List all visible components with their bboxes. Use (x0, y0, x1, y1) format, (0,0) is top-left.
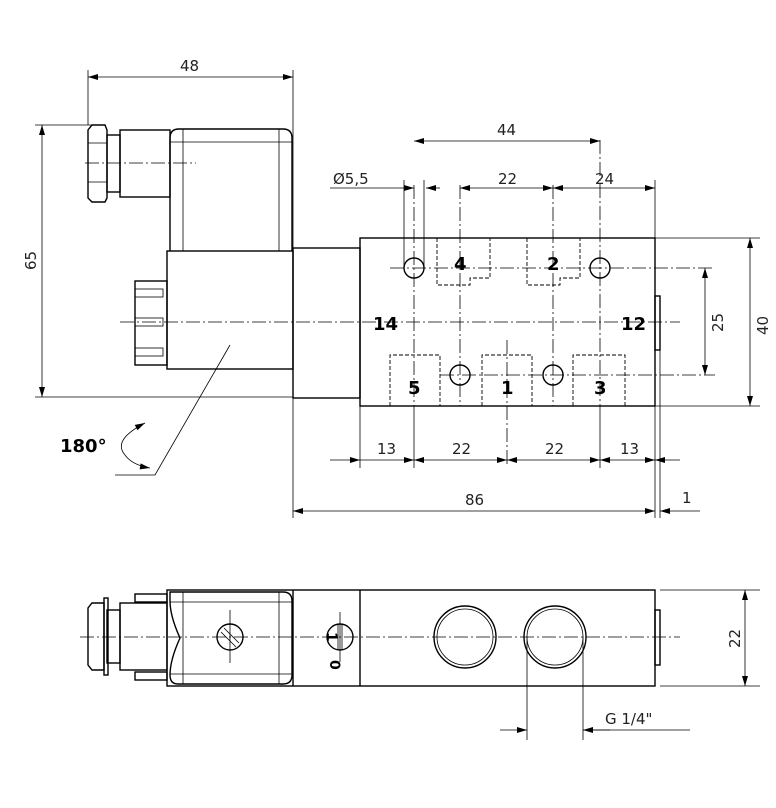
side-view: 1 0 (80, 589, 680, 687)
dim-hole-diameter: Ø5,5 (333, 170, 369, 188)
leader-line (115, 344, 231, 476)
port-5-label: 5 (408, 378, 421, 399)
top-view: 4 2 5 1 3 14 12 180° (60, 124, 715, 476)
side-body (166, 589, 656, 687)
rotation-arrow-icon (120, 422, 151, 470)
dim-65: 65 (22, 251, 40, 270)
dim-22-top: 22 (498, 170, 517, 188)
dim-22-left: 22 (452, 440, 471, 458)
port-2-label: 2 (547, 254, 560, 275)
port-3-label: 3 (594, 378, 607, 399)
end-plug (654, 295, 661, 351)
manual-override-switch: 1 0 (323, 612, 354, 670)
hidden-ports (389, 238, 626, 406)
dim-48: 48 (180, 57, 199, 75)
port-12-label: 12 (621, 314, 646, 335)
coil-fins (134, 280, 168, 366)
solenoid-tube (292, 247, 361, 399)
dim-13-right: 13 (620, 440, 639, 458)
dim-40: 40 (754, 316, 772, 335)
dim-25: 25 (709, 313, 727, 332)
dim-13-left: 13 (377, 440, 396, 458)
dim-24: 24 (595, 170, 614, 188)
dim-1: 1 (682, 489, 692, 507)
port-1-label: 1 (501, 378, 514, 399)
connector-plug (85, 124, 293, 251)
dim-22-right: 22 (545, 440, 564, 458)
screw-icon (216, 610, 244, 663)
dim-22-side: 22 (726, 629, 744, 648)
port-4-label: 4 (454, 254, 467, 275)
dim-44: 44 (497, 121, 516, 139)
coil (166, 250, 294, 370)
rotation-label: 180° (60, 436, 107, 457)
port-14-label: 14 (373, 314, 398, 335)
switch-label-0: 0 (326, 660, 342, 670)
dimensions-side: 22 G 1/4" (500, 589, 760, 740)
mounting-holes (390, 140, 715, 465)
dim-86: 86 (465, 491, 484, 509)
dim-thread: G 1/4" (605, 710, 652, 728)
side-connector (169, 591, 293, 685)
dimensions-top: 48 65 44 Ø5,5 22 24 25 40 13 22 22 13 (22, 57, 772, 518)
